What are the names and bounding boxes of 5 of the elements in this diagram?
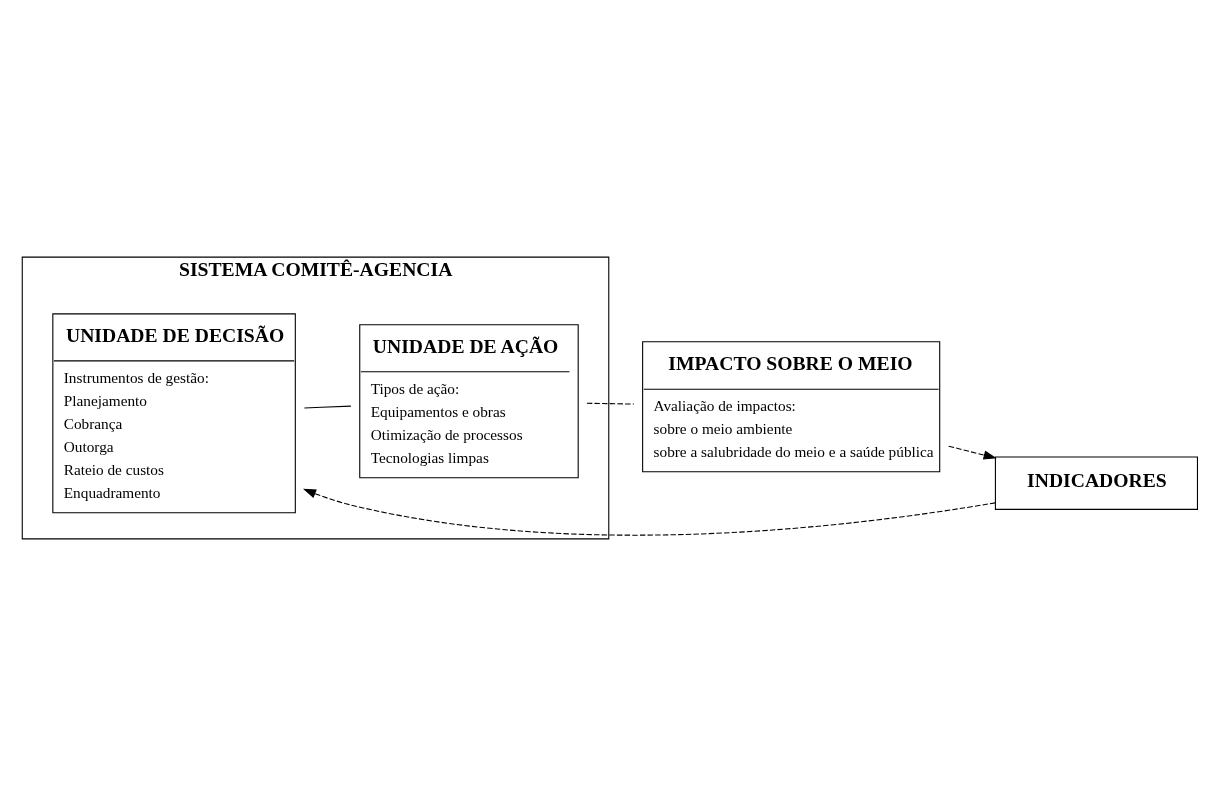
connector (303, 405, 351, 409)
node-box: INDICADORES (994, 456, 1198, 510)
arrow (302, 488, 996, 536)
arrow (947, 445, 997, 460)
connector (585, 402, 634, 405)
